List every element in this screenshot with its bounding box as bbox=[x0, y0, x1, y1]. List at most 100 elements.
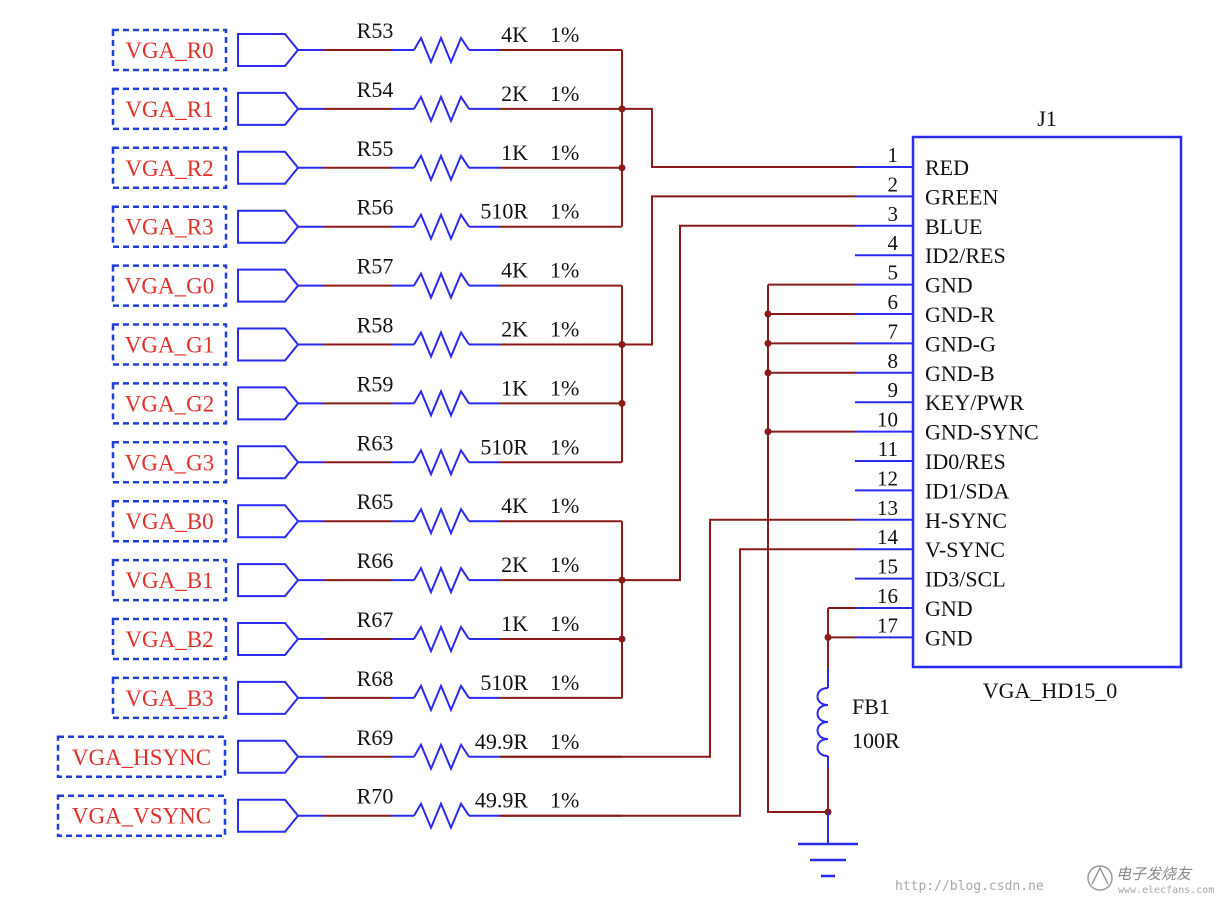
port-arrow-icon bbox=[237, 209, 300, 244]
pin-name: V-SYNC bbox=[925, 537, 1005, 562]
resistor-tolerance: 1% bbox=[550, 729, 579, 754]
resistor-tolerance: 1% bbox=[550, 317, 579, 342]
resistor-value: 510R bbox=[480, 199, 528, 224]
pin-name: GND-G bbox=[925, 331, 996, 356]
resistor-zigzag-icon bbox=[413, 35, 470, 65]
junction-dot bbox=[764, 339, 772, 347]
resistor-value: 49.9R bbox=[475, 788, 529, 813]
resistor-zigzag-icon bbox=[413, 447, 470, 477]
resistor-tolerance: 1% bbox=[550, 140, 579, 165]
net-label: VGA_G0 bbox=[125, 274, 214, 299]
port-arrow-icon bbox=[237, 445, 300, 480]
channel-vga_g1: VGA_G1 R58 2K 1% bbox=[111, 313, 622, 366]
net-label: VGA_R1 bbox=[125, 97, 213, 122]
resistor-ref: R57 bbox=[357, 254, 394, 279]
pin-name: ID2/RES bbox=[925, 243, 1006, 268]
pin-number: 8 bbox=[888, 349, 899, 373]
resistor-tolerance: 1% bbox=[550, 788, 579, 813]
port-arrow-icon bbox=[237, 327, 300, 362]
watermark-url: http://blog.csdn.ne bbox=[895, 879, 1044, 894]
net-label-box bbox=[111, 676, 228, 720]
net-label-box bbox=[111, 323, 228, 366]
pin-name: GND-SYNC bbox=[925, 420, 1039, 445]
ferrite-value: 100R bbox=[852, 728, 900, 753]
resistor-tolerance: 1% bbox=[550, 552, 579, 577]
net-label: VGA_G2 bbox=[125, 391, 214, 416]
net-label-box bbox=[111, 28, 228, 72]
port-arrow-icon bbox=[237, 622, 300, 656]
pin-number: 1 bbox=[888, 143, 899, 167]
resistor-ref: R65 bbox=[357, 489, 394, 514]
port-arrow-icon bbox=[237, 563, 300, 598]
watermark-logo-icon bbox=[1087, 865, 1113, 891]
resistor-ref: R58 bbox=[357, 313, 394, 338]
resistor-tolerance: 1% bbox=[550, 258, 579, 283]
net-label: VGA_VSYNC bbox=[72, 804, 211, 829]
port-arrow-icon bbox=[237, 91, 300, 126]
resistor-value: 49.9R bbox=[475, 729, 529, 754]
pin-number: 5 bbox=[888, 261, 899, 285]
resistor-value: 4K bbox=[501, 22, 528, 47]
pin-number: 16 bbox=[877, 584, 898, 608]
resistor-ref: R67 bbox=[357, 607, 394, 632]
net-label: VGA_G1 bbox=[125, 333, 214, 358]
resistor-zigzag-icon bbox=[413, 624, 470, 654]
pin-name: KEY/PWR bbox=[925, 390, 1024, 415]
wire-green-to-pin2 bbox=[622, 195, 855, 346]
resistor-zigzag-icon bbox=[413, 683, 470, 713]
port-arrow-icon bbox=[237, 739, 300, 774]
resistor-zigzag-icon bbox=[413, 565, 470, 595]
resistor-value: 1K bbox=[501, 611, 528, 636]
resistor-value: 2K bbox=[501, 81, 528, 106]
resistor-tolerance: 1% bbox=[550, 22, 579, 47]
net-label-box bbox=[111, 264, 228, 307]
resistor-zigzag-icon bbox=[413, 742, 470, 772]
pin-name: BLUE bbox=[925, 214, 982, 239]
net-label-box bbox=[56, 794, 227, 837]
resistor-ref: R54 bbox=[357, 77, 394, 102]
port-arrow-icon bbox=[237, 798, 300, 833]
resistor-value: 2K bbox=[501, 317, 528, 342]
ground-rail bbox=[767, 284, 828, 813]
port-arrow-icon bbox=[237, 504, 300, 539]
port-arrow-icon bbox=[237, 680, 300, 715]
net-label: VGA_R3 bbox=[125, 215, 213, 240]
pin-name: GND-B bbox=[925, 361, 995, 386]
resistor-zigzag-icon bbox=[413, 153, 470, 183]
pin-name: GND bbox=[925, 273, 973, 298]
resistor-tolerance: 1% bbox=[550, 81, 579, 106]
junction-dot bbox=[764, 428, 772, 436]
pin-number: 15 bbox=[877, 555, 898, 579]
junction-dot bbox=[764, 369, 772, 377]
net-label-box bbox=[111, 205, 228, 248]
net-label: VGA_B2 bbox=[125, 627, 213, 652]
resistor-tolerance: 1% bbox=[550, 434, 579, 459]
watermark: http://blog.csdn.ne 电子发烧友 www.elecfans.c… bbox=[895, 865, 1214, 896]
net-label: VGA_B1 bbox=[125, 568, 213, 593]
resistor-ref: R59 bbox=[357, 371, 394, 396]
pin-name: ID3/SCL bbox=[925, 567, 1006, 592]
pin-number: 14 bbox=[877, 525, 899, 549]
resistor-ref: R70 bbox=[357, 784, 394, 809]
pin-name: ID1/SDA bbox=[925, 478, 1009, 503]
net-label: VGA_R0 bbox=[125, 38, 213, 63]
resistor-zigzag-icon bbox=[413, 506, 470, 536]
pin-number: 17 bbox=[877, 613, 898, 637]
net-label-box bbox=[111, 382, 228, 425]
